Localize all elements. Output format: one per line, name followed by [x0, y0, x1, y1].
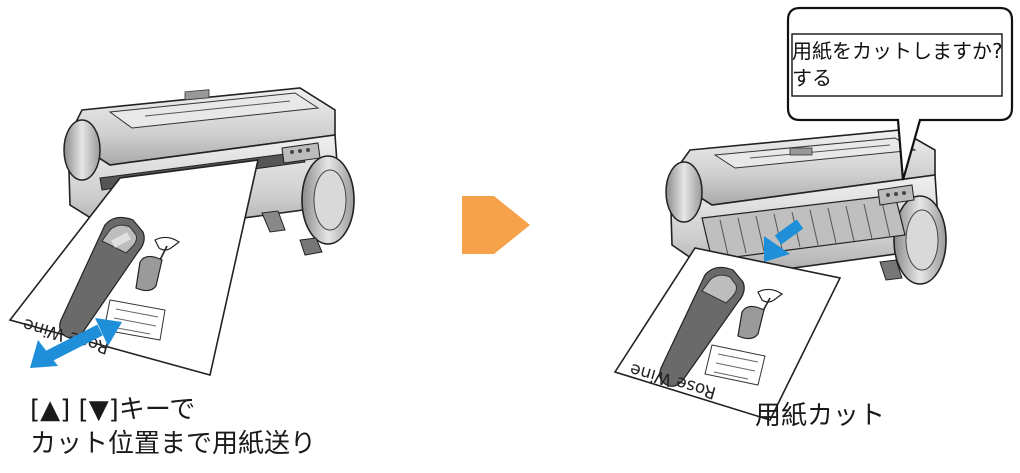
- left-caption-line1: [▲] [▼]キーで: [30, 393, 316, 427]
- right-printout-sheet: Rose Wine: [615, 248, 840, 420]
- left-printout-sheet: Rose Wine: [10, 160, 258, 375]
- right-step-caption: 用紙カット: [755, 399, 885, 433]
- left-step-caption: [▲] [▼]キーで カット位置まで用紙送り: [30, 393, 316, 461]
- lcd-question: 用紙をカットしますか?: [792, 38, 1003, 65]
- left-caption-line2: カット位置まで用紙送り: [30, 427, 316, 461]
- lcd-message: 用紙をカットしますか? する: [792, 38, 1003, 92]
- lcd-answer: する: [792, 65, 1003, 92]
- next-step-arrow-icon: [462, 196, 530, 254]
